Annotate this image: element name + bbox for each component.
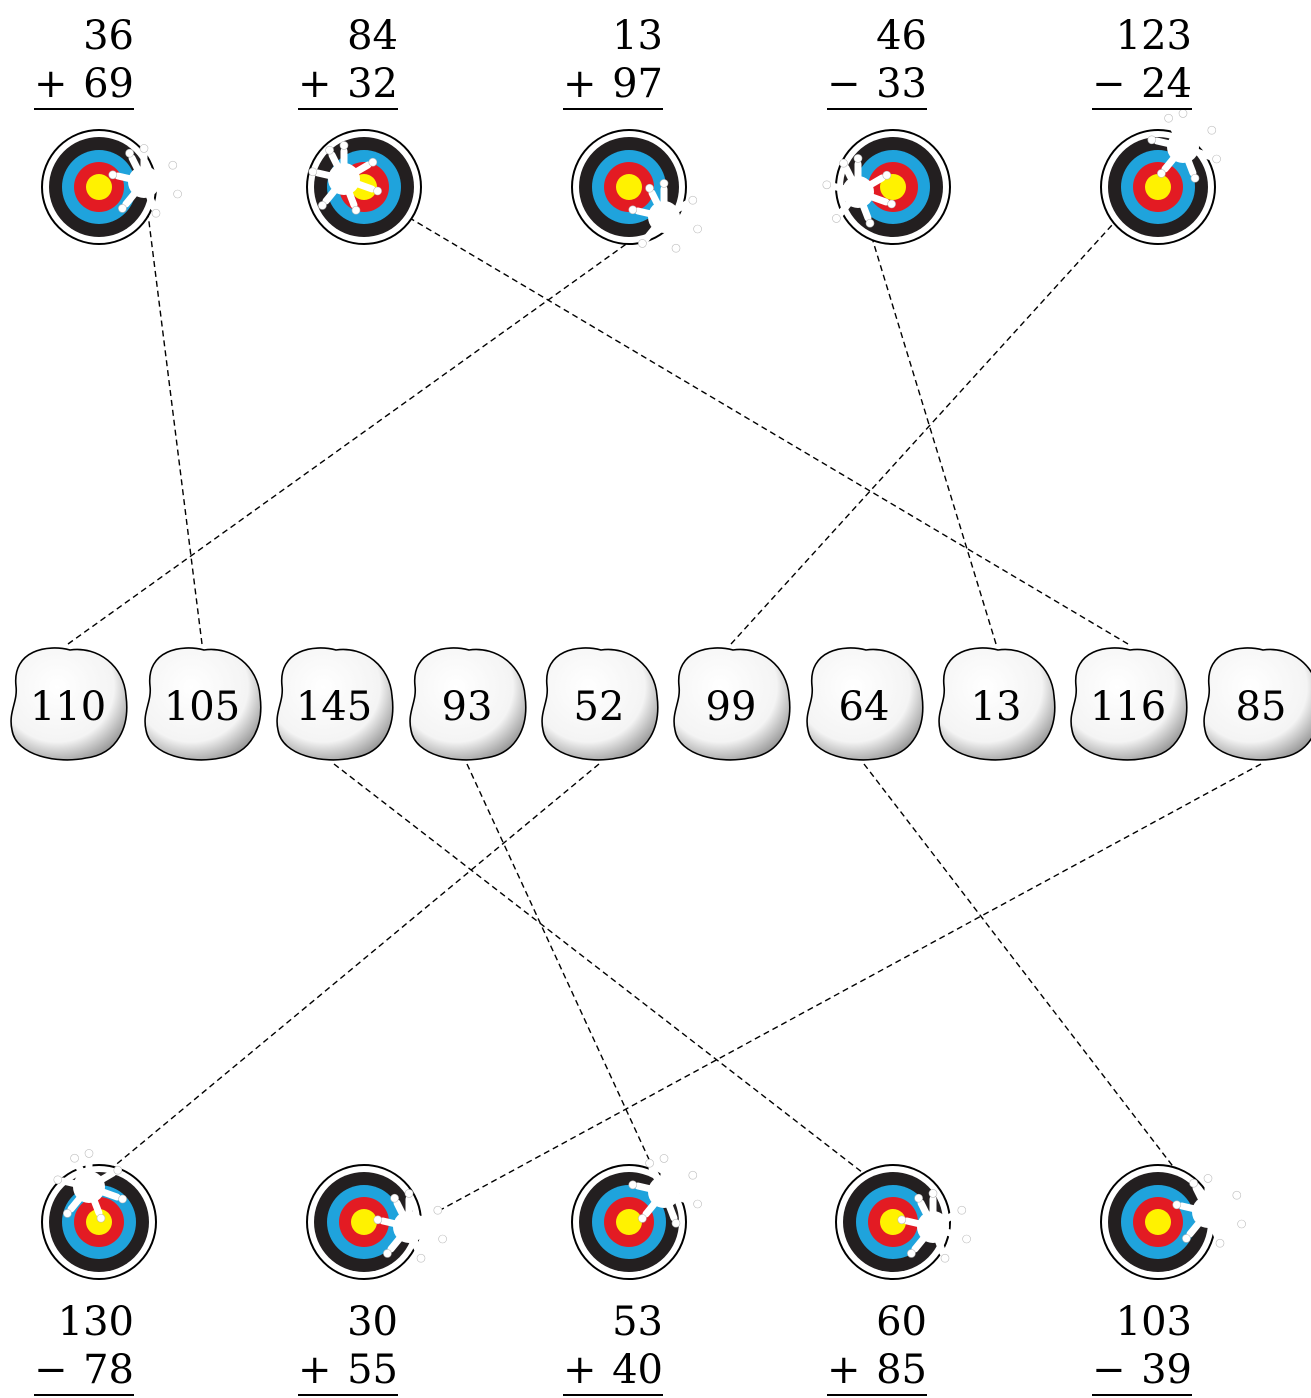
top-target-2 [307, 130, 421, 244]
connection-line-7 [467, 764, 664, 1192]
answer-stone-value: 85 [1236, 684, 1287, 730]
bottom-problem-3-operator: + [563, 1346, 597, 1394]
top-target-1 [42, 130, 182, 244]
top-target-3 [572, 130, 702, 252]
top-problem-1-first: 36 [34, 12, 134, 60]
answer-stone-8[interactable]: 13 [939, 648, 1055, 760]
bottom-problem-1-operator: − [34, 1346, 68, 1394]
top-problem-2-second: 32 [347, 60, 398, 108]
bottom-problem-4-operator: + [827, 1346, 861, 1394]
bottom-problem-2-first: 30 [298, 1298, 398, 1346]
bottom-problem-1-second: 78 [83, 1346, 134, 1394]
bottom-problem-5-second: 39 [1141, 1346, 1192, 1394]
top-problem-3-first: 13 [563, 12, 663, 60]
bottom-target-3 [572, 1154, 702, 1279]
top-problem-2: 84 +32 [298, 12, 398, 110]
answer-stone-10[interactable]: 85 [1204, 648, 1311, 760]
answer-stones: 110 105 145 93 52 99 64 13 116 85 [11, 648, 1311, 760]
bottom-problem-3-second: 40 [612, 1346, 663, 1394]
bottom-problem-3-first: 53 [563, 1298, 663, 1346]
answer-stone-2[interactable]: 105 [145, 648, 261, 760]
bottom-problem-2-second: 55 [347, 1346, 398, 1394]
bottom-problem-5-first: 103 [1092, 1298, 1192, 1346]
answer-stone-value: 110 [30, 684, 106, 730]
bottom-problem-1-first: 130 [34, 1298, 134, 1346]
answer-stone-value: 13 [971, 684, 1022, 730]
top-problem-4: 46 −33 [827, 12, 927, 110]
bottom-problem-4-first: 60 [827, 1298, 927, 1346]
top-problem-3-second: 97 [612, 60, 663, 108]
top-problem-3-operator: + [563, 60, 597, 108]
bottom-target-1 [42, 1149, 156, 1279]
answer-stone-3[interactable]: 145 [277, 648, 393, 760]
connection-line-2 [144, 182, 202, 644]
connection-line-10 [409, 764, 1261, 1227]
bottom-problem-4: 60 +85 [827, 1298, 927, 1396]
bottom-target-5 [1101, 1165, 1246, 1279]
top-problem-5: 123 −24 [1092, 12, 1192, 110]
answer-stone-value: 116 [1090, 684, 1166, 730]
answer-stone-value: 93 [442, 684, 493, 730]
bottom-problem-3: 53 +40 [563, 1298, 663, 1396]
answer-stone-value: 145 [296, 684, 372, 730]
top-problem-1-second: 69 [83, 60, 134, 108]
bottom-problem-5: 103 −39 [1092, 1298, 1192, 1396]
top-problem-5-first: 123 [1092, 12, 1192, 60]
answer-stone-6[interactable]: 99 [674, 648, 790, 760]
top-problem-5-second: 24 [1141, 60, 1192, 108]
bottom-target-4 [836, 1165, 971, 1279]
top-problem-4-second: 33 [876, 60, 927, 108]
answer-stone-value: 99 [706, 684, 757, 730]
answer-stone-value: 52 [574, 684, 625, 730]
connection-line-1 [68, 217, 664, 644]
bottom-problem-2: 30 +55 [298, 1298, 398, 1396]
top-target-5 [1101, 109, 1221, 244]
bottom-target-2 [307, 1165, 447, 1279]
top-problem-1: 36 +69 [34, 12, 134, 110]
answer-stone-5[interactable]: 52 [542, 648, 658, 760]
bottom-problem-2-operator: + [298, 1346, 332, 1394]
top-problem-2-first: 84 [298, 12, 398, 60]
top-problem-1-operator: + [34, 60, 68, 108]
answer-stone-value: 105 [164, 684, 240, 730]
top-target-4 [823, 130, 950, 244]
bottom-problem-1: 130 −78 [34, 1298, 134, 1396]
connection-line-8 [89, 764, 599, 1187]
top-problem-3: 13 +97 [563, 12, 663, 110]
top-problem-4-first: 46 [827, 12, 927, 60]
answer-stone-9[interactable]: 116 [1071, 648, 1187, 760]
bottom-problem-4-second: 85 [876, 1346, 927, 1394]
top-problem-4-operator: − [827, 60, 861, 108]
connection-line-9 [864, 764, 1208, 1212]
connection-line-6 [334, 764, 933, 1227]
connection-line-5 [344, 179, 1128, 644]
bottom-problem-5-operator: − [1092, 1346, 1126, 1394]
answer-stone-7[interactable]: 64 [807, 648, 923, 760]
answer-stone-value: 64 [839, 684, 890, 730]
connection-line-4 [858, 192, 996, 644]
top-problem-5-operator: − [1092, 60, 1126, 108]
answer-stone-4[interactable]: 93 [410, 648, 526, 760]
answer-stone-1[interactable]: 110 [11, 648, 127, 760]
top-problem-2-operator: + [298, 60, 332, 108]
